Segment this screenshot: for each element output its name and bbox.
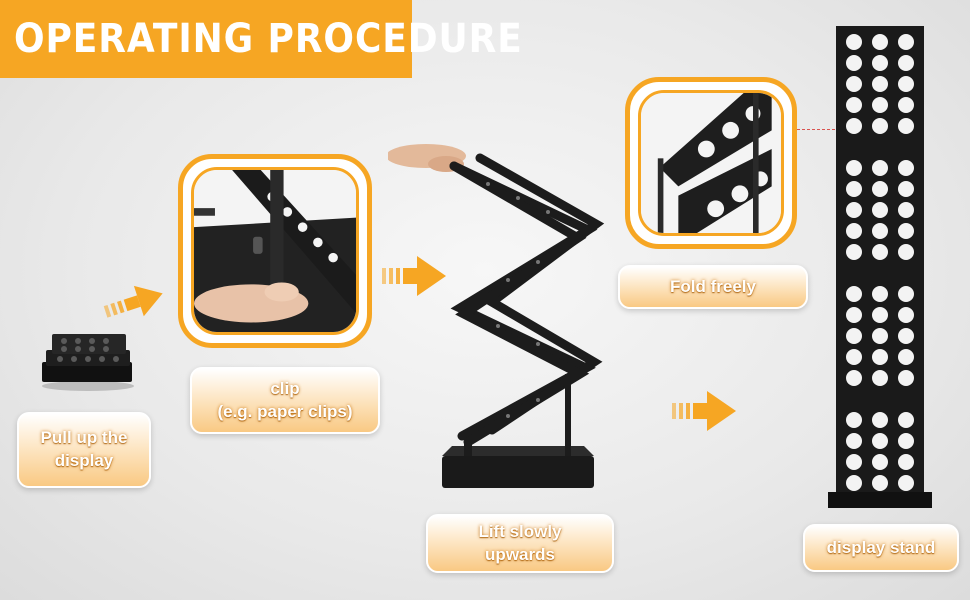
display-stand-image	[824, 22, 936, 512]
page-title: OPERATING PROCEDURE	[14, 16, 523, 62]
title-banner: OPERATING PROCEDURE	[0, 0, 522, 78]
pointer-line	[797, 129, 845, 130]
step5-label-text: display stand	[826, 537, 936, 557]
step2-label-line2: (e.g. paper clips)	[217, 401, 353, 421]
step3-label: Lift slowly upwards	[426, 514, 614, 573]
fold-closeup-frame	[625, 77, 797, 249]
clip-closeup-image	[194, 170, 356, 332]
arrow-right-icon	[380, 254, 450, 298]
step1-label-line2: display	[54, 451, 114, 470]
step1-label: Pull up the display	[17, 412, 151, 488]
arrow-right-icon	[102, 280, 170, 324]
step1-label-line1: Pull up the	[40, 428, 128, 448]
step2-label: clip (e.g. paper clips)	[190, 367, 380, 434]
clip-closeup-frame	[178, 154, 372, 348]
step2-label-line1: clip	[270, 378, 300, 398]
folded-display-image	[38, 326, 138, 392]
lifting-stand-image	[388, 138, 608, 500]
step3-label-line2: upwards	[485, 544, 555, 564]
arrow-right-icon	[670, 389, 740, 433]
step3-label-line1: Lift slowly	[478, 521, 562, 541]
step4-label: Fold freely	[618, 265, 808, 309]
step5-label: display stand	[803, 524, 959, 572]
step4-label-text: Fold freely	[670, 276, 756, 296]
fold-closeup-image	[641, 93, 781, 233]
